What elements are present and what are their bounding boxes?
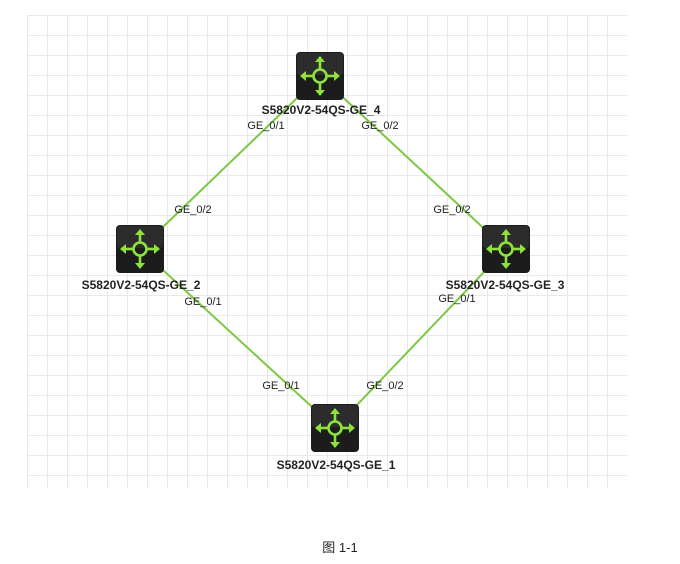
link-ge4-ge3[interactable] [319,75,507,250]
device-label-ge3: S5820V2-54QS-GE_3 [445,278,565,292]
router-icon [311,404,359,452]
link-ge4-ge2[interactable] [139,75,321,250]
device-ge4[interactable] [296,52,344,100]
router-icon [116,225,164,273]
port-label-ge1-p1: GE_0/1 [262,380,300,392]
port-label-ge4-p2: GE_0/2 [361,120,399,132]
device-ge3[interactable] [482,225,530,273]
port-label-ge3-p1: GE_0/1 [438,293,476,305]
port-label-ge2-p1: GE_0/1 [184,296,222,308]
port-label-ge3-p2: GE_0/2 [433,204,471,216]
port-label-ge1-p2: GE_0/2 [366,380,404,392]
device-label-ge2: S5820V2-54QS-GE_2 [81,278,201,292]
router-icon [296,52,344,100]
link-ge3-ge1[interactable] [334,248,507,429]
device-label-ge4: S5820V2-54QS-GE_4 [261,103,381,117]
link-ge2-ge1[interactable] [139,248,336,429]
device-label-ge1: S5820V2-54QS-GE_1 [276,458,396,472]
port-label-ge2-p2: GE_0/2 [174,204,212,216]
router-icon [482,225,530,273]
device-ge2[interactable] [116,225,164,273]
device-ge1[interactable] [311,404,359,452]
figure-caption: 图 1-1 [322,540,358,555]
port-label-ge4-p1: GE_0/1 [247,120,285,132]
